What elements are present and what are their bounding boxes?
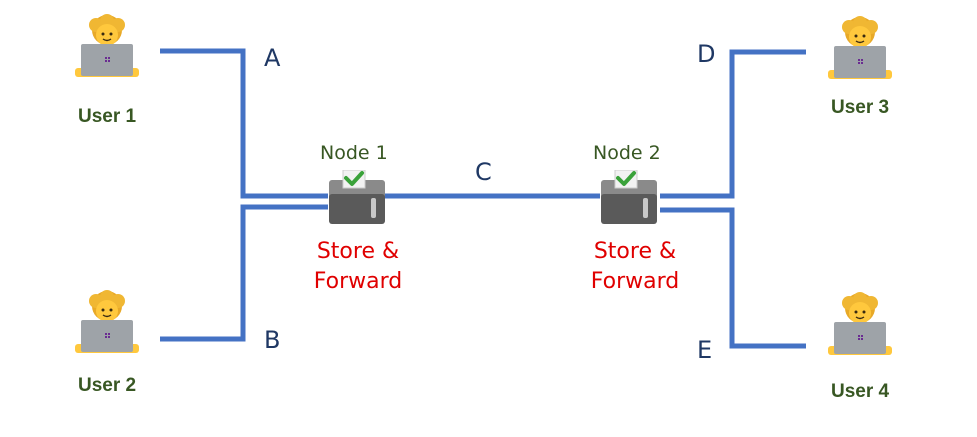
user-4-label: User 4: [831, 381, 890, 402]
link-e-label: E: [697, 336, 713, 364]
link-d: [660, 49, 806, 199]
user-3-label: User 3: [831, 97, 890, 118]
link-a-label: A: [264, 44, 281, 72]
link-b-label: B: [264, 326, 281, 354]
link-b: [160, 204, 328, 342]
user-1-label: User 1: [78, 106, 137, 127]
user-1-icon: [72, 14, 142, 84]
node-2-caption-line2: Forward: [590, 269, 680, 294]
node-1-caption-line1: Store &: [316, 239, 400, 264]
user-2-label: User 2: [78, 375, 137, 396]
node-2-caption: Store & Forward: [575, 237, 695, 297]
user-3-icon: [825, 16, 895, 86]
link-c-label: C: [475, 158, 492, 186]
link-e: [660, 207, 806, 349]
node-1-label: Node 1: [320, 142, 388, 164]
node-1-caption-line2: Forward: [313, 269, 403, 294]
node-1-server-icon: [326, 170, 388, 226]
link-a: [160, 48, 328, 199]
node-2-server-icon: [598, 170, 660, 226]
node-1-caption: Store & Forward: [298, 237, 418, 297]
user-2-icon: [72, 290, 142, 360]
user-4-icon: [825, 292, 895, 362]
link-d-label: D: [697, 40, 716, 68]
node-2-label: Node 2: [593, 142, 661, 164]
node-2-caption-line1: Store &: [593, 239, 677, 264]
